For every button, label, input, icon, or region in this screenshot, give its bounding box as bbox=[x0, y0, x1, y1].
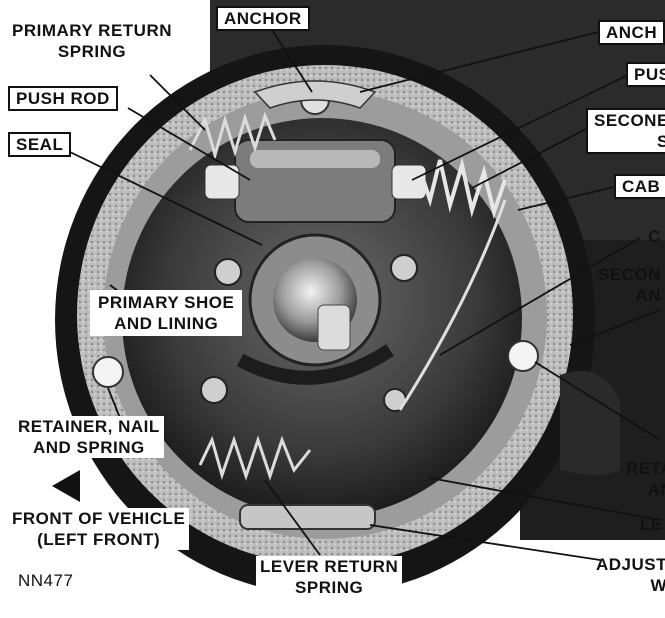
bolt-upper-right bbox=[390, 254, 418, 282]
label-lever-return-spring: LEVER RETURN SPRING bbox=[256, 556, 403, 598]
label-secondary-spring-right: SECONE S bbox=[586, 108, 665, 154]
label-primary-return-spring: PRIMARY RETURN SPRING bbox=[12, 21, 173, 61]
retainer-left bbox=[92, 356, 124, 388]
label-push-rod: PUSH ROD bbox=[8, 86, 118, 111]
label-adjuster-right: ADJUST W bbox=[596, 555, 665, 595]
seal-arc bbox=[236, 344, 394, 385]
label-c-right: C bbox=[648, 227, 661, 246]
figure-code: NN477 bbox=[18, 571, 74, 590]
lever-return-spring bbox=[198, 435, 312, 481]
label-seal: SEAL bbox=[8, 132, 72, 157]
arrow-left-icon bbox=[52, 470, 80, 502]
secondary-return-spring bbox=[418, 157, 507, 220]
label-lever-right: LE bbox=[640, 515, 663, 534]
label-anchor-top: ANCHOR bbox=[216, 6, 310, 31]
label-primary-shoe: PRIMARY SHOE AND LINING bbox=[90, 290, 243, 336]
adjuster-screw bbox=[239, 504, 376, 530]
caliper-body bbox=[560, 370, 620, 475]
primary-return-spring bbox=[188, 111, 277, 161]
label-secondary-anchor-right: SECON AN bbox=[598, 265, 661, 305]
adjuster-cable bbox=[398, 199, 507, 411]
label-anchor-right: ANCH bbox=[598, 20, 665, 45]
wheel-cylinder-highlight bbox=[250, 150, 380, 168]
bolt-upper-left bbox=[214, 258, 242, 286]
anchor-plate bbox=[253, 80, 377, 109]
cylinder-boot-left bbox=[204, 164, 240, 200]
bolt-lower-left bbox=[200, 376, 228, 404]
retainer-right bbox=[507, 340, 539, 372]
label-retainer: RETAINER, NAIL AND SPRING bbox=[14, 416, 164, 458]
label-front-of-vehicle: FRONT OF VEHICLE (LEFT FRONT) bbox=[8, 508, 190, 550]
label-retainer-right: RETA AN bbox=[626, 459, 665, 499]
label-push-rod-right: PUS bbox=[626, 62, 665, 87]
label-cable-right: CAB bbox=[614, 174, 665, 199]
spindle bbox=[317, 304, 351, 351]
